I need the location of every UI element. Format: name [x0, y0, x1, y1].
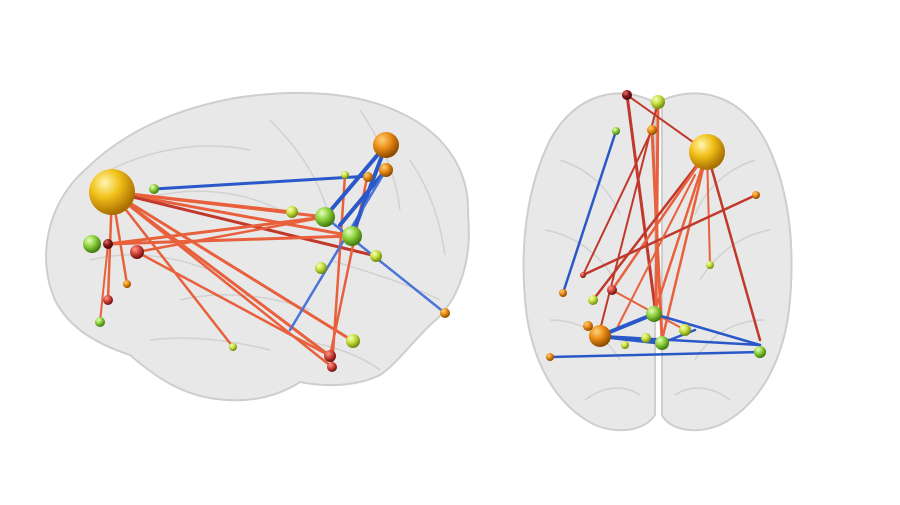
edge [660, 150, 709, 342]
axial-nodes [546, 90, 766, 361]
edge [110, 190, 354, 238]
axial-view [522, 90, 793, 432]
axial-edges [548, 93, 762, 359]
node [588, 295, 598, 305]
node [706, 261, 714, 269]
edge [106, 215, 327, 246]
edge [323, 143, 388, 219]
edge [135, 250, 332, 358]
hub-node [589, 325, 611, 347]
node [95, 317, 105, 327]
node [440, 308, 450, 318]
edge [288, 168, 388, 332]
node [641, 333, 651, 343]
node [651, 95, 665, 109]
node [580, 272, 586, 278]
edge [615, 174, 696, 331]
edge [110, 190, 355, 343]
edge [152, 174, 372, 191]
node [607, 285, 617, 295]
edge [110, 190, 378, 258]
edge [610, 150, 709, 292]
node [315, 262, 327, 274]
node [286, 206, 298, 218]
node [546, 353, 554, 361]
node [123, 280, 131, 288]
node [621, 341, 629, 349]
node [342, 226, 362, 246]
node [229, 343, 237, 351]
node [646, 306, 662, 322]
node [679, 324, 691, 336]
edge [548, 350, 762, 359]
node [647, 125, 657, 135]
edge [338, 168, 388, 227]
node [103, 239, 113, 249]
edge [353, 143, 388, 227]
hub-node [689, 134, 725, 170]
node [752, 191, 760, 199]
edge [110, 190, 235, 349]
node [754, 346, 766, 358]
edge [591, 150, 709, 302]
edge [581, 193, 758, 277]
node [363, 172, 373, 182]
edge [106, 234, 354, 246]
node [324, 350, 336, 362]
hub-node [373, 132, 399, 158]
edge [652, 312, 762, 347]
node [103, 295, 113, 305]
node [130, 245, 144, 259]
edge [99, 243, 109, 323]
hub-node [89, 169, 135, 215]
edge [561, 129, 618, 295]
edge [135, 215, 327, 254]
edge [706, 151, 711, 266]
sagittal-view [45, 91, 470, 402]
node [149, 184, 159, 194]
node [83, 235, 101, 253]
edge [652, 150, 709, 316]
node [622, 90, 632, 100]
edge [650, 128, 664, 342]
node [655, 336, 669, 350]
edge [705, 150, 762, 342]
edge [625, 93, 658, 317]
sagittal-nodes [83, 132, 450, 372]
node [315, 207, 335, 227]
node [341, 171, 349, 179]
node [559, 289, 567, 297]
node [370, 250, 382, 262]
node [583, 321, 593, 331]
node [379, 163, 393, 177]
edge [582, 129, 653, 276]
node [327, 362, 337, 372]
node [346, 334, 360, 348]
node [612, 127, 620, 135]
edge [110, 190, 294, 214]
